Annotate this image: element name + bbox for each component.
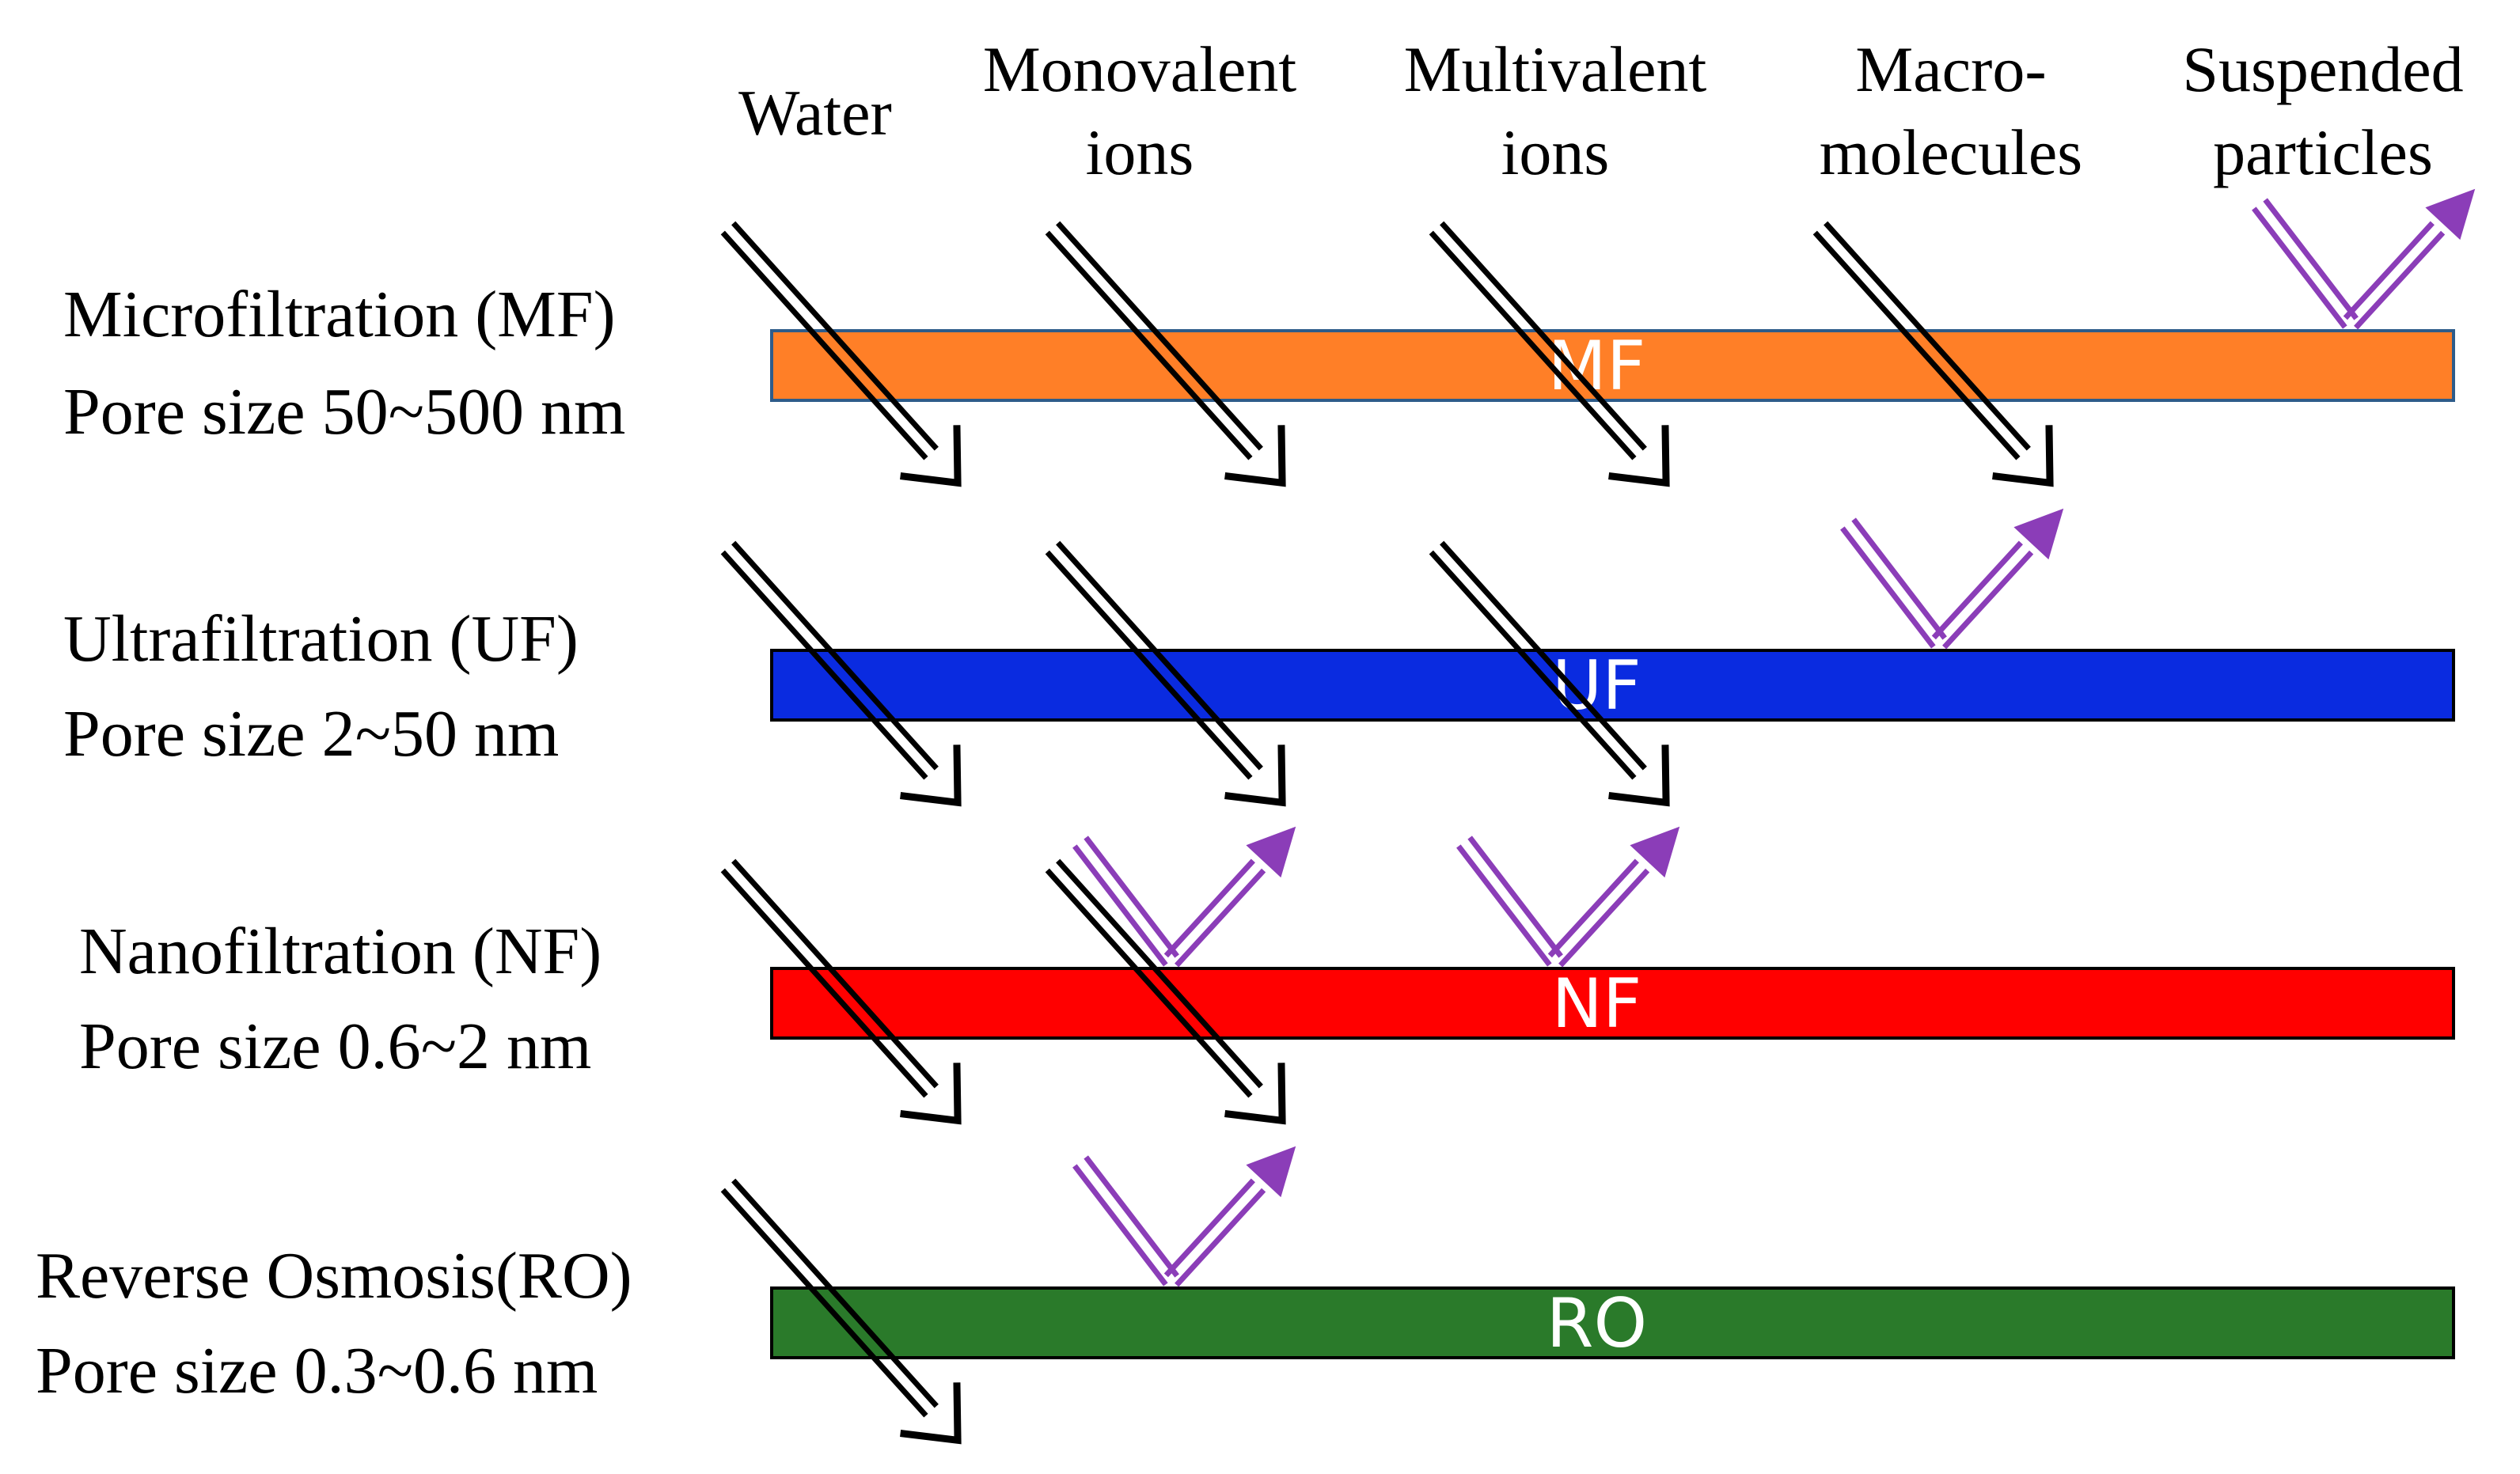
header-water-line-1: Water [738, 77, 892, 149]
pore-size: Pore size 2~50 nm [63, 697, 559, 771]
pass-arrow-monovalent [1045, 858, 1286, 1125]
process-name: Microfiltration (MF) [63, 278, 616, 351]
process-row-mf: Microfiltration (MF)Pore size 50~500 nmM… [63, 188, 2476, 487]
pass-arrow-multivalent [1429, 540, 1670, 807]
header-macro-line-1: Macro- [1855, 33, 2046, 105]
header-macro-line-2: molecules [1820, 116, 2082, 188]
reject-arrow-suspended [2252, 188, 2476, 330]
pass-arrow-water [720, 221, 962, 487]
header-suspended-line-2: particles [2213, 116, 2433, 188]
pass-arrow-macro [1812, 221, 2054, 487]
header-multivalent-line-1: Multivalent [1404, 33, 1707, 105]
band-label: NF [1552, 964, 1642, 1044]
reject-arrow-monovalent [1072, 826, 1296, 968]
pass-arrow-water [720, 858, 962, 1125]
process-rows: Microfiltration (MF)Pore size 50~500 nmM… [36, 188, 2476, 1445]
process-name: Ultrafiltration (UF) [63, 602, 579, 676]
process-row-ro: Reverse Osmosis(RO) Pore size 0.3~0.6 nm R… [36, 1146, 2455, 1445]
reject-arrow-macro [1840, 508, 2064, 650]
pass-arrow-water [720, 1178, 962, 1445]
pass-arrow-monovalent [1045, 221, 1286, 487]
header-suspended-line-1: Suspended [2182, 33, 2463, 105]
band-label: RO [1547, 1284, 1647, 1363]
pass-arrow-monovalent [1045, 540, 1286, 807]
pore-size: Pore size 0.3~0.6 nm [36, 1334, 598, 1408]
membrane-band-uf [770, 649, 2455, 722]
pore-size: Pore size 50~500 nm [63, 375, 625, 449]
column-headers: Water Monovalent ions Multivalent ions Macro-… [738, 33, 2464, 188]
pass-arrow-multivalent [1429, 221, 1670, 487]
header-monovalent-line-1: Monovalent [983, 33, 1296, 105]
process-row-nf: Nanofiltration (NF) Pore size 0.6~2 nm NF [79, 826, 2455, 1125]
header-monovalent-line-2: ions [1086, 116, 1194, 188]
membrane-band-ro [770, 1286, 2455, 1359]
process-name: Nanofiltration (NF) [79, 915, 602, 988]
pass-arrow-water [720, 540, 962, 807]
process-name: Reverse Osmosis(RO) [36, 1239, 632, 1313]
pore-size: Pore size 0.6~2 nm [79, 1010, 591, 1083]
reject-arrow-multivalent [1456, 826, 1680, 968]
reject-arrow-monovalent [1072, 1146, 1296, 1287]
membrane-band-mf [770, 329, 2455, 402]
header-multivalent-line-2: ions [1501, 116, 1610, 188]
membrane-band-nf [770, 967, 2455, 1040]
